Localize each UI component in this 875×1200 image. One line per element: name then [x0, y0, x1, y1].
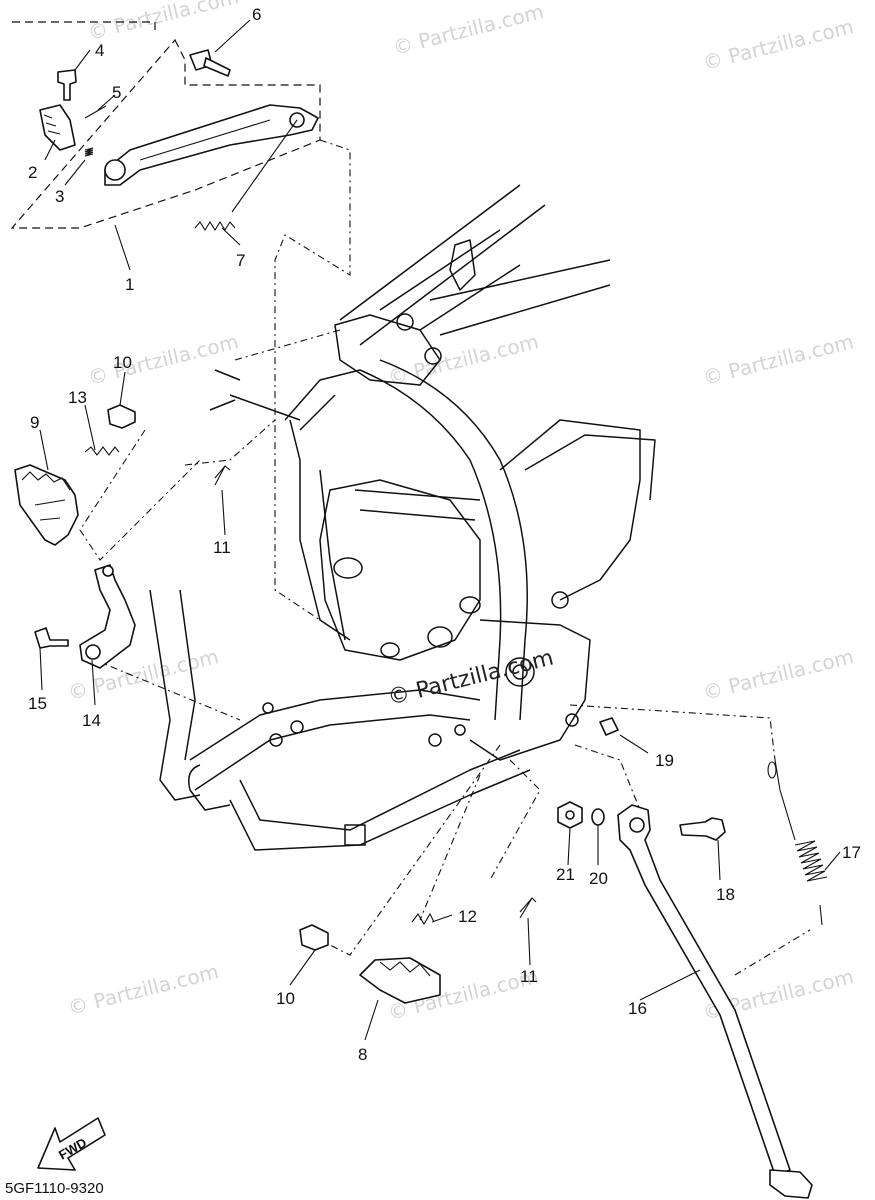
- callouts: 1 2 3 4 5 6 7 8 9 10 10 11 11 12 13 14 1…: [28, 5, 861, 1064]
- kickstand-part-16: [617, 804, 813, 1199]
- bolt-part-15: [34, 627, 69, 649]
- callout-6: 6: [252, 5, 261, 24]
- watermark: © Partzilla.com: [385, 329, 541, 390]
- callout-12: 12: [458, 907, 477, 926]
- callout-3: 3: [55, 187, 64, 206]
- bolt-part-18: [679, 817, 726, 841]
- footpeg-part-8: [359, 957, 441, 1004]
- callout-11-top: 11: [213, 538, 231, 557]
- drawing-code: 5GF1110-9320: [5, 1180, 104, 1197]
- watermark: © Partzilla.com: [390, 0, 546, 60]
- spring-part-17: [767, 759, 828, 926]
- watermark: © Partzilla.com: [700, 329, 856, 390]
- brake-pedal: [104, 104, 319, 186]
- bolt-part-6: [189, 49, 231, 77]
- spring-part-7: [194, 220, 236, 232]
- fwd-arrow-icon: FWD: [37, 1117, 106, 1171]
- callout-leaders: [39, 19, 841, 1041]
- spring-part-13: [84, 446, 120, 456]
- callout-15: 15: [28, 694, 47, 713]
- watermark: © Partzilla.com: [65, 959, 221, 1020]
- spring-part-12: [411, 912, 435, 926]
- callout-11-bottom: 11: [520, 967, 538, 986]
- callout-17: 17: [842, 843, 861, 862]
- callout-16: 16: [628, 999, 647, 1018]
- pin-part-10-top: [107, 404, 136, 429]
- bracket-part-14: [79, 564, 136, 669]
- callout-14: 14: [82, 711, 101, 730]
- cotter-pin-part-11-bottom: [519, 897, 537, 919]
- watermark: © Partzilla.com: [700, 14, 856, 75]
- spring-part-3: [84, 147, 94, 157]
- collar-part-19: [599, 717, 619, 736]
- callout-5: 5: [112, 83, 121, 102]
- callout-18: 18: [716, 885, 735, 904]
- footpeg-part-9: [14, 464, 79, 546]
- cotter-pin-part-5: [84, 105, 107, 119]
- pin-part-10-bottom: [299, 924, 329, 951]
- watermark: © Partzilla.com: [700, 644, 856, 705]
- watermark: © Partzilla.com: [85, 329, 241, 390]
- brake-pedal-assembly: [104, 104, 319, 186]
- callout-4: 4: [95, 41, 104, 60]
- washer-part-20: [591, 808, 605, 826]
- callout-8: 8: [358, 1045, 367, 1064]
- callout-10-top: 10: [113, 353, 132, 372]
- callout-20: 20: [589, 869, 608, 888]
- dashed-leaders: [79, 139, 811, 976]
- pedal-tip-part-2: [39, 104, 76, 151]
- cotter-pin-part-11-top: [214, 465, 231, 486]
- callout-13: 13: [68, 388, 87, 407]
- motorcycle-frame: [149, 184, 656, 851]
- callout-7: 7: [236, 251, 245, 270]
- callout-9: 9: [30, 413, 39, 432]
- callout-10-bottom: 10: [276, 989, 295, 1008]
- callout-21: 21: [556, 865, 575, 884]
- callout-2: 2: [28, 163, 37, 182]
- pin-part-4: [57, 69, 77, 101]
- callout-19: 19: [655, 751, 674, 770]
- callout-1: 1: [125, 275, 134, 294]
